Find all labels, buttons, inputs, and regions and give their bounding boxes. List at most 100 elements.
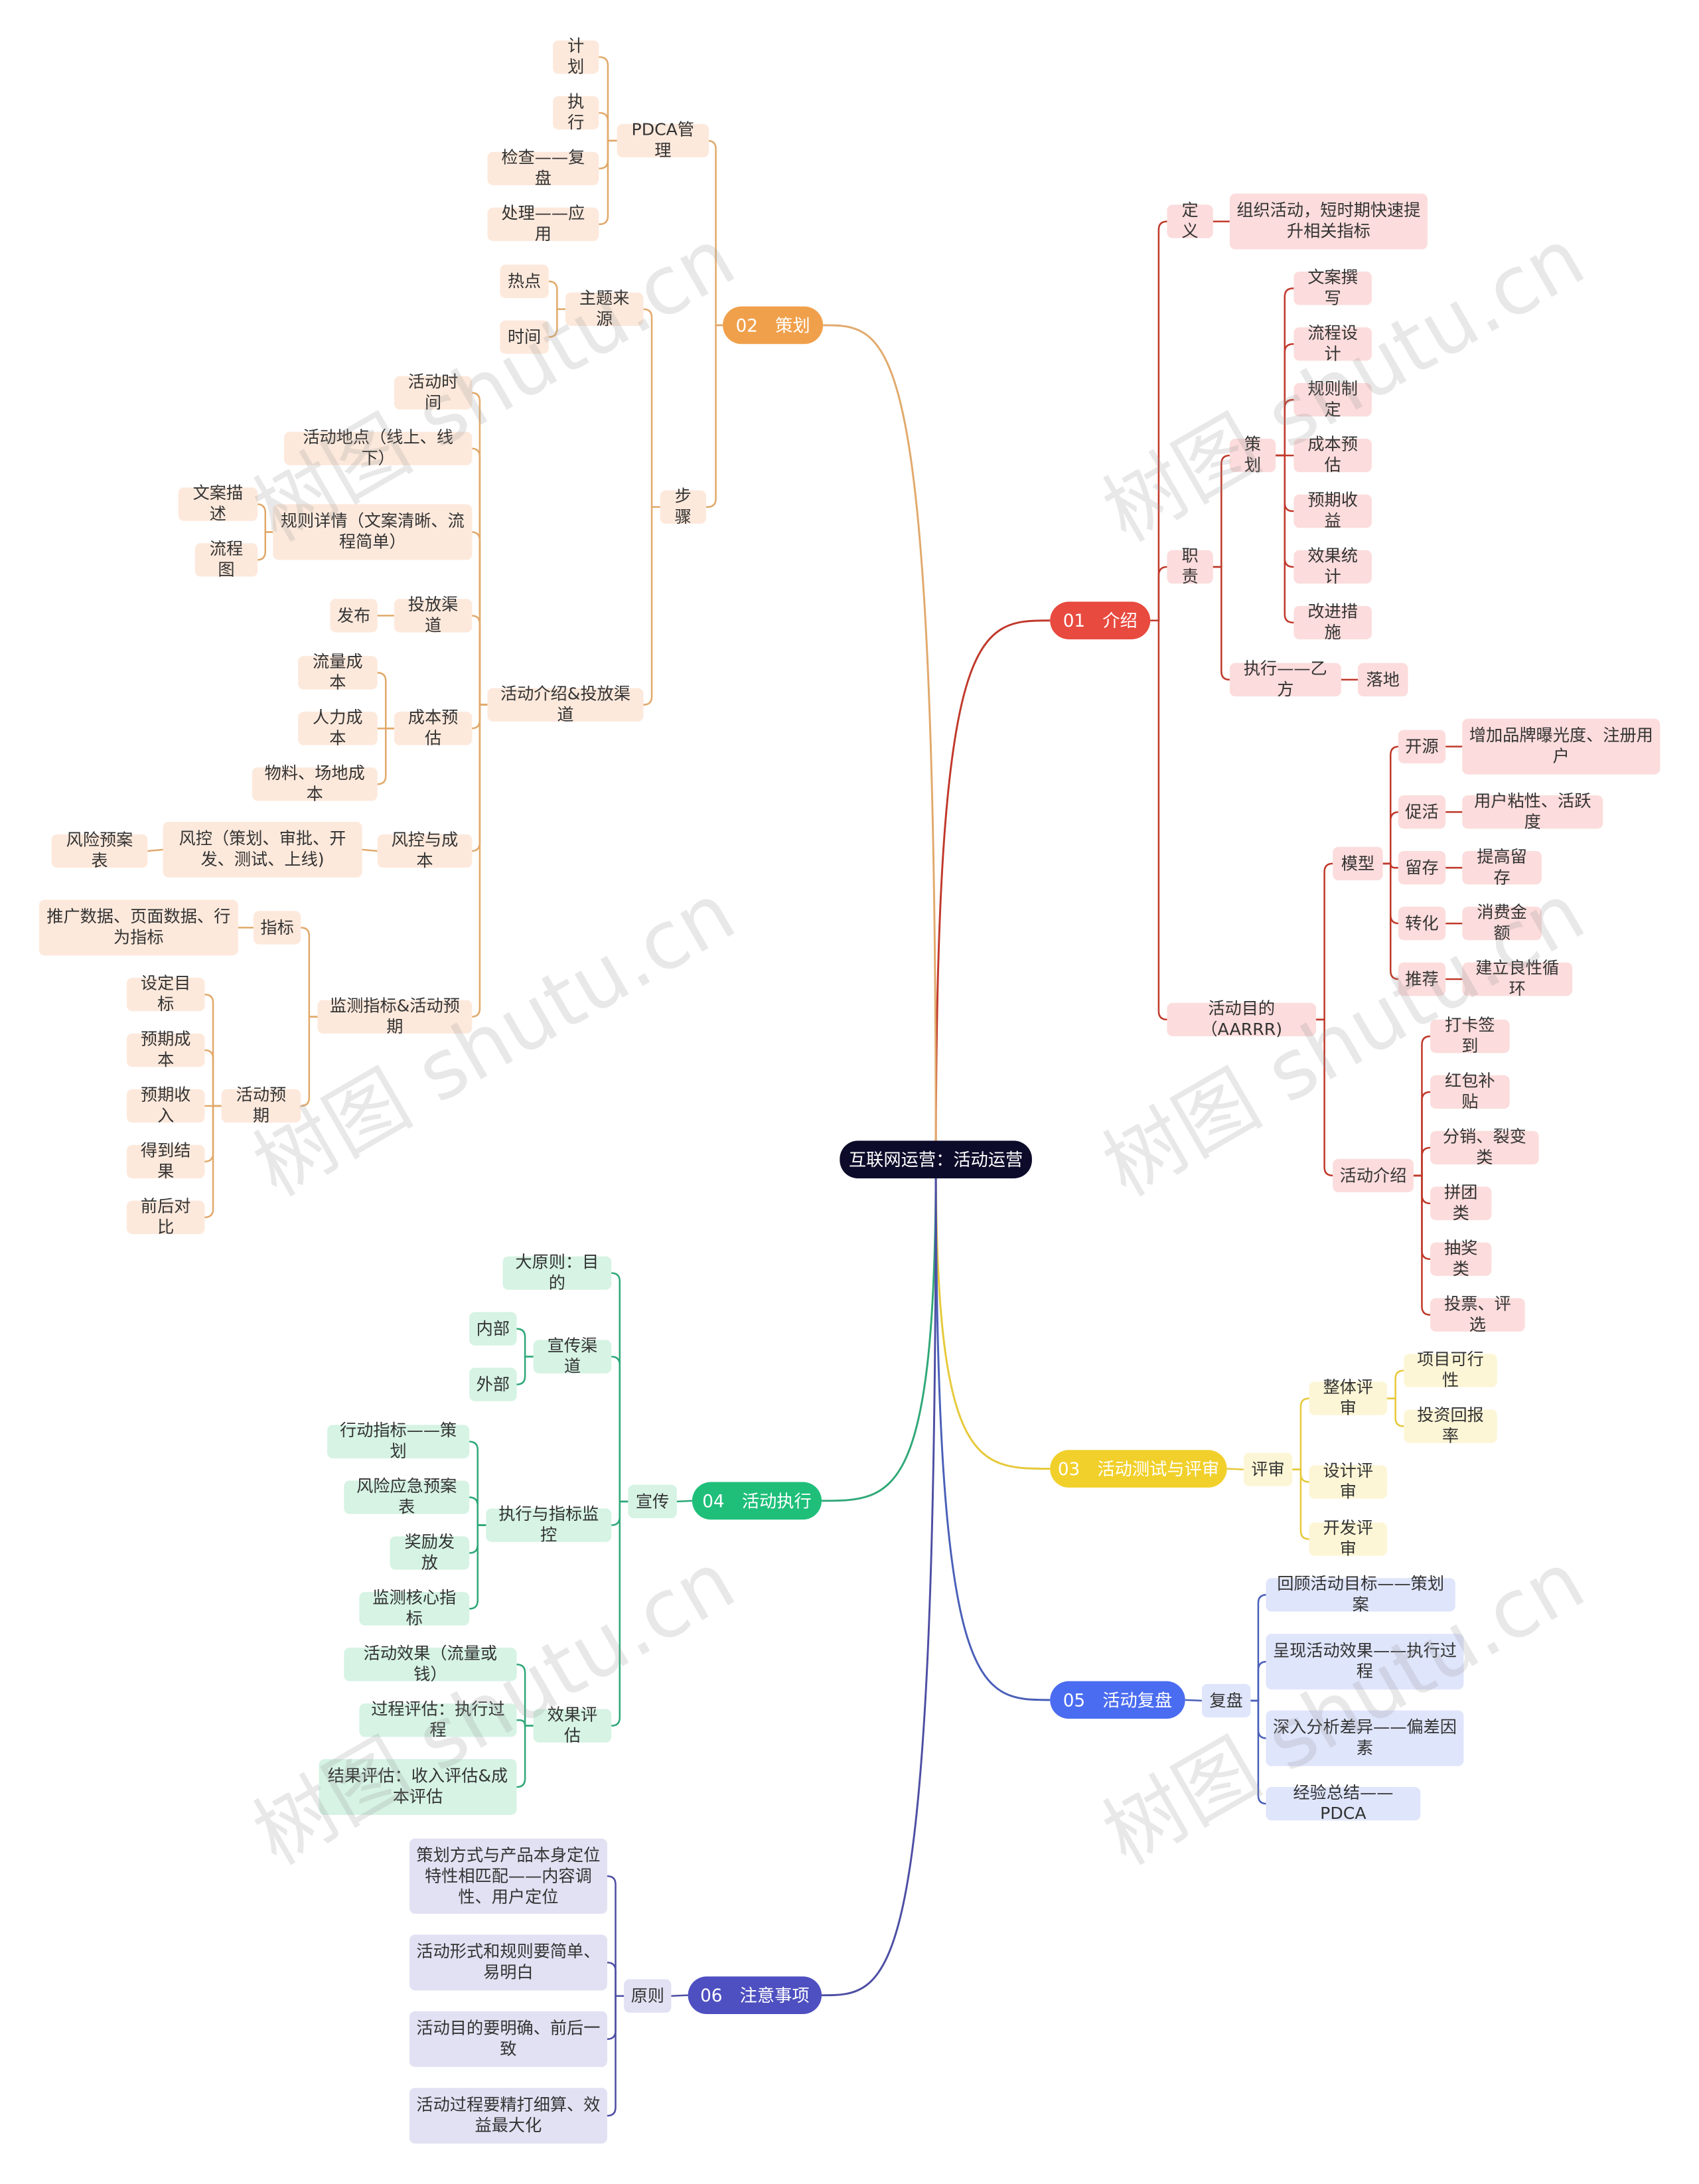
node-b1-m1t[interactable]: 增加品牌曝光度、注册用户 <box>1462 718 1661 775</box>
node-b1-plan[interactable]: 策划 <box>1229 435 1276 475</box>
node-b2-i6b[interactable]: 风险预案表 <box>51 830 148 870</box>
node-b4-ch[interactable]: 宣传渠道 <box>533 1336 612 1376</box>
node-b2-steps[interactable]: 步骤 <box>660 486 706 526</box>
node-b3[interactable]: 03 活动测试与评审 <box>1050 1450 1227 1488</box>
node-b1-p4[interactable]: 成本预估 <box>1293 435 1372 475</box>
node-b4-ch1[interactable]: 内部 <box>469 1312 517 1346</box>
node-b4-ch2[interactable]: 外部 <box>469 1367 517 1401</box>
node-b4-ev2[interactable]: 过程评估：执行过程 <box>359 1699 517 1740</box>
node-b3-dev[interactable]: 开发评审 <box>1309 1518 1388 1559</box>
node-b1-p5[interactable]: 预期收益 <box>1293 491 1372 530</box>
node-b4-mo4[interactable]: 监测核心指标 <box>359 1588 470 1628</box>
node-b2-i6[interactable]: 风控与成本 <box>377 830 473 870</box>
node-b5[interactable]: 05 活动复盘 <box>1050 1681 1185 1719</box>
node-b1-a1[interactable]: 打卡签到 <box>1430 1016 1510 1055</box>
node-b4-ev3[interactable]: 结果评估：收入评估&成本评估 <box>319 1759 517 1815</box>
node-b4-mo3[interactable]: 奖励发放 <box>390 1532 470 1573</box>
node-b2-e1[interactable]: 设定目标 <box>126 974 205 1014</box>
node-b2-i2[interactable]: 活动地点（线上、线下） <box>284 428 473 468</box>
node-b1-m3t[interactable]: 提高留存 <box>1462 847 1542 888</box>
node-b1-a2[interactable]: 红包补贴 <box>1430 1071 1510 1111</box>
node-b4-rule[interactable]: 大原则：目的 <box>502 1252 612 1292</box>
node-b2-i5a[interactable]: 流量成本 <box>298 652 378 692</box>
node-b2-e3[interactable]: 预期收入 <box>126 1085 205 1125</box>
node-b1-a6[interactable]: 投票、评选 <box>1430 1294 1525 1334</box>
node-b1-a4[interactable]: 拼团类 <box>1430 1182 1492 1223</box>
node-b5-r4[interactable]: 经验总结——PDCA <box>1266 1783 1421 1824</box>
node-b4-mo1[interactable]: 行动指标——策划 <box>327 1421 470 1461</box>
node-b2-t1[interactable]: 热点 <box>500 264 549 299</box>
node-b6[interactable]: 06 注意事项 <box>688 1976 822 2014</box>
node-b1-goal[interactable]: 活动目的（AARRR) <box>1167 998 1316 1039</box>
node-b1-p6[interactable]: 效果统计 <box>1293 546 1372 586</box>
node-b4-ev1[interactable]: 活动效果（流量或钱） <box>344 1644 517 1684</box>
node-root[interactable]: 互联网运营：活动运营 <box>840 1140 1032 1179</box>
node-b2-i4a[interactable]: 发布 <box>330 599 378 633</box>
node-b4-mo2[interactable]: 风险应急预案表 <box>344 1476 470 1517</box>
node-b2-pd4[interactable]: 处理——应用 <box>487 203 599 244</box>
node-b3-a1[interactable]: 项目可行性 <box>1404 1350 1497 1390</box>
node-b6-pr[interactable]: 原则 <box>624 1979 672 2013</box>
node-b1-p3[interactable]: 规则制定 <box>1293 379 1372 420</box>
node-b2-i5c[interactable]: 物料、场地成本 <box>252 763 378 804</box>
node-b2-i1[interactable]: 活动时间 <box>394 372 473 412</box>
node-b5-r2[interactable]: 呈现活动效果——执行过程 <box>1266 1634 1464 1690</box>
node-b1-model[interactable]: 模型 <box>1333 846 1383 881</box>
node-b4-pub[interactable]: 宣传 <box>628 1484 677 1519</box>
node-b4[interactable]: 04 活动执行 <box>692 1482 822 1520</box>
node-b1-m4[interactable]: 转化 <box>1398 906 1446 941</box>
node-b1-exec[interactable]: 执行——乙方 <box>1229 659 1341 699</box>
node-b1-m3[interactable]: 留存 <box>1398 851 1446 885</box>
node-b1-p1[interactable]: 文案撰写 <box>1293 268 1372 308</box>
node-b1-p7[interactable]: 改进措施 <box>1293 601 1372 642</box>
node-b1-a5[interactable]: 抽奖类 <box>1430 1238 1492 1279</box>
node-b3-all[interactable]: 整体评审 <box>1309 1377 1388 1418</box>
node-b2-pd3[interactable]: 检查——复盘 <box>487 147 599 188</box>
node-b2-ind-t[interactable]: 推广数据、页面数据、行为指标 <box>38 899 238 956</box>
node-b1-m2t[interactable]: 用户粘性、活跃度 <box>1462 791 1603 832</box>
node-b2-pd2[interactable]: 执行 <box>553 92 599 132</box>
node-b5-r3[interactable]: 深入分析差异——偏差因素 <box>1266 1710 1464 1766</box>
node-b2-pdca[interactable]: PDCA管理 <box>617 119 709 160</box>
node-b5-r1[interactable]: 回顾活动目标——策划案 <box>1266 1574 1455 1614</box>
node-b3-rev[interactable]: 评审 <box>1243 1452 1293 1486</box>
node-b2-i4[interactable]: 投放渠道 <box>394 595 473 635</box>
node-b1-m5t[interactable]: 建立良性循环 <box>1462 959 1573 998</box>
node-b4-mon[interactable]: 执行与指标监控 <box>486 1504 612 1545</box>
node-b1-m1[interactable]: 开源 <box>1398 730 1446 763</box>
node-b2[interactable]: 02 策划 <box>723 306 824 345</box>
node-b6-p3[interactable]: 活动目的要明确、前后一致 <box>409 2011 607 2067</box>
node-b1-m4t[interactable]: 消费金额 <box>1462 903 1542 943</box>
node-b1-m2[interactable]: 促活 <box>1398 795 1446 829</box>
node-b2-i5b[interactable]: 人力成本 <box>298 708 378 748</box>
node-b2-mon[interactable]: 监测指标&活动预期 <box>317 996 473 1036</box>
node-b3-a2[interactable]: 投资回报率 <box>1404 1405 1497 1446</box>
node-b4-eval[interactable]: 效果评估 <box>533 1705 612 1745</box>
node-b2-i3[interactable]: 规则详情（文案清晰、流程简单） <box>273 504 473 560</box>
node-b6-p4[interactable]: 活动过程要精打细算、效益最大化 <box>409 2088 607 2144</box>
node-b6-p2[interactable]: 活动形式和规则要简单、易明白 <box>409 1934 607 1991</box>
node-b1-a3[interactable]: 分销、裂变类 <box>1430 1127 1539 1167</box>
node-b2-i3b[interactable]: 流程图 <box>194 539 258 580</box>
node-b6-p1[interactable]: 策划方式与产品本身定位特性相匹配——内容调性、用户定位 <box>409 1838 607 1914</box>
node-b1-duty[interactable]: 职责 <box>1167 546 1213 586</box>
node-b2-i5[interactable]: 成本预估 <box>394 708 473 748</box>
node-b5-rev[interactable]: 复盘 <box>1201 1683 1251 1718</box>
node-b1-def-t[interactable]: 组织活动，短时期快速提升相关指标 <box>1229 193 1428 250</box>
node-b2-pd1[interactable]: 计划 <box>553 37 599 76</box>
node-b1-act[interactable]: 活动介绍 <box>1333 1158 1414 1193</box>
node-b1-land[interactable]: 落地 <box>1357 663 1408 697</box>
node-b1[interactable]: 01 介绍 <box>1050 601 1151 640</box>
node-b2-i3a[interactable]: 文案描述 <box>178 483 258 524</box>
node-b2-ind[interactable]: 指标 <box>253 911 301 945</box>
node-b2-e5[interactable]: 前后对比 <box>126 1196 205 1237</box>
node-b2-exp[interactable]: 活动预期 <box>221 1085 301 1125</box>
node-b2-intro[interactable]: 活动介绍&投放渠道 <box>487 684 644 724</box>
node-b1-m5[interactable]: 推荐 <box>1398 962 1446 996</box>
node-b2-i6a[interactable]: 风控（策划、审批、开发、测试、上线) <box>163 821 362 878</box>
node-b2-theme[interactable]: 主题来源 <box>565 288 644 329</box>
node-b2-e4[interactable]: 得到结果 <box>126 1140 205 1181</box>
node-b1-p2[interactable]: 流程设计 <box>1293 323 1372 364</box>
node-b3-des[interactable]: 设计评审 <box>1309 1461 1388 1502</box>
node-b2-e2[interactable]: 预期成本 <box>126 1030 205 1069</box>
